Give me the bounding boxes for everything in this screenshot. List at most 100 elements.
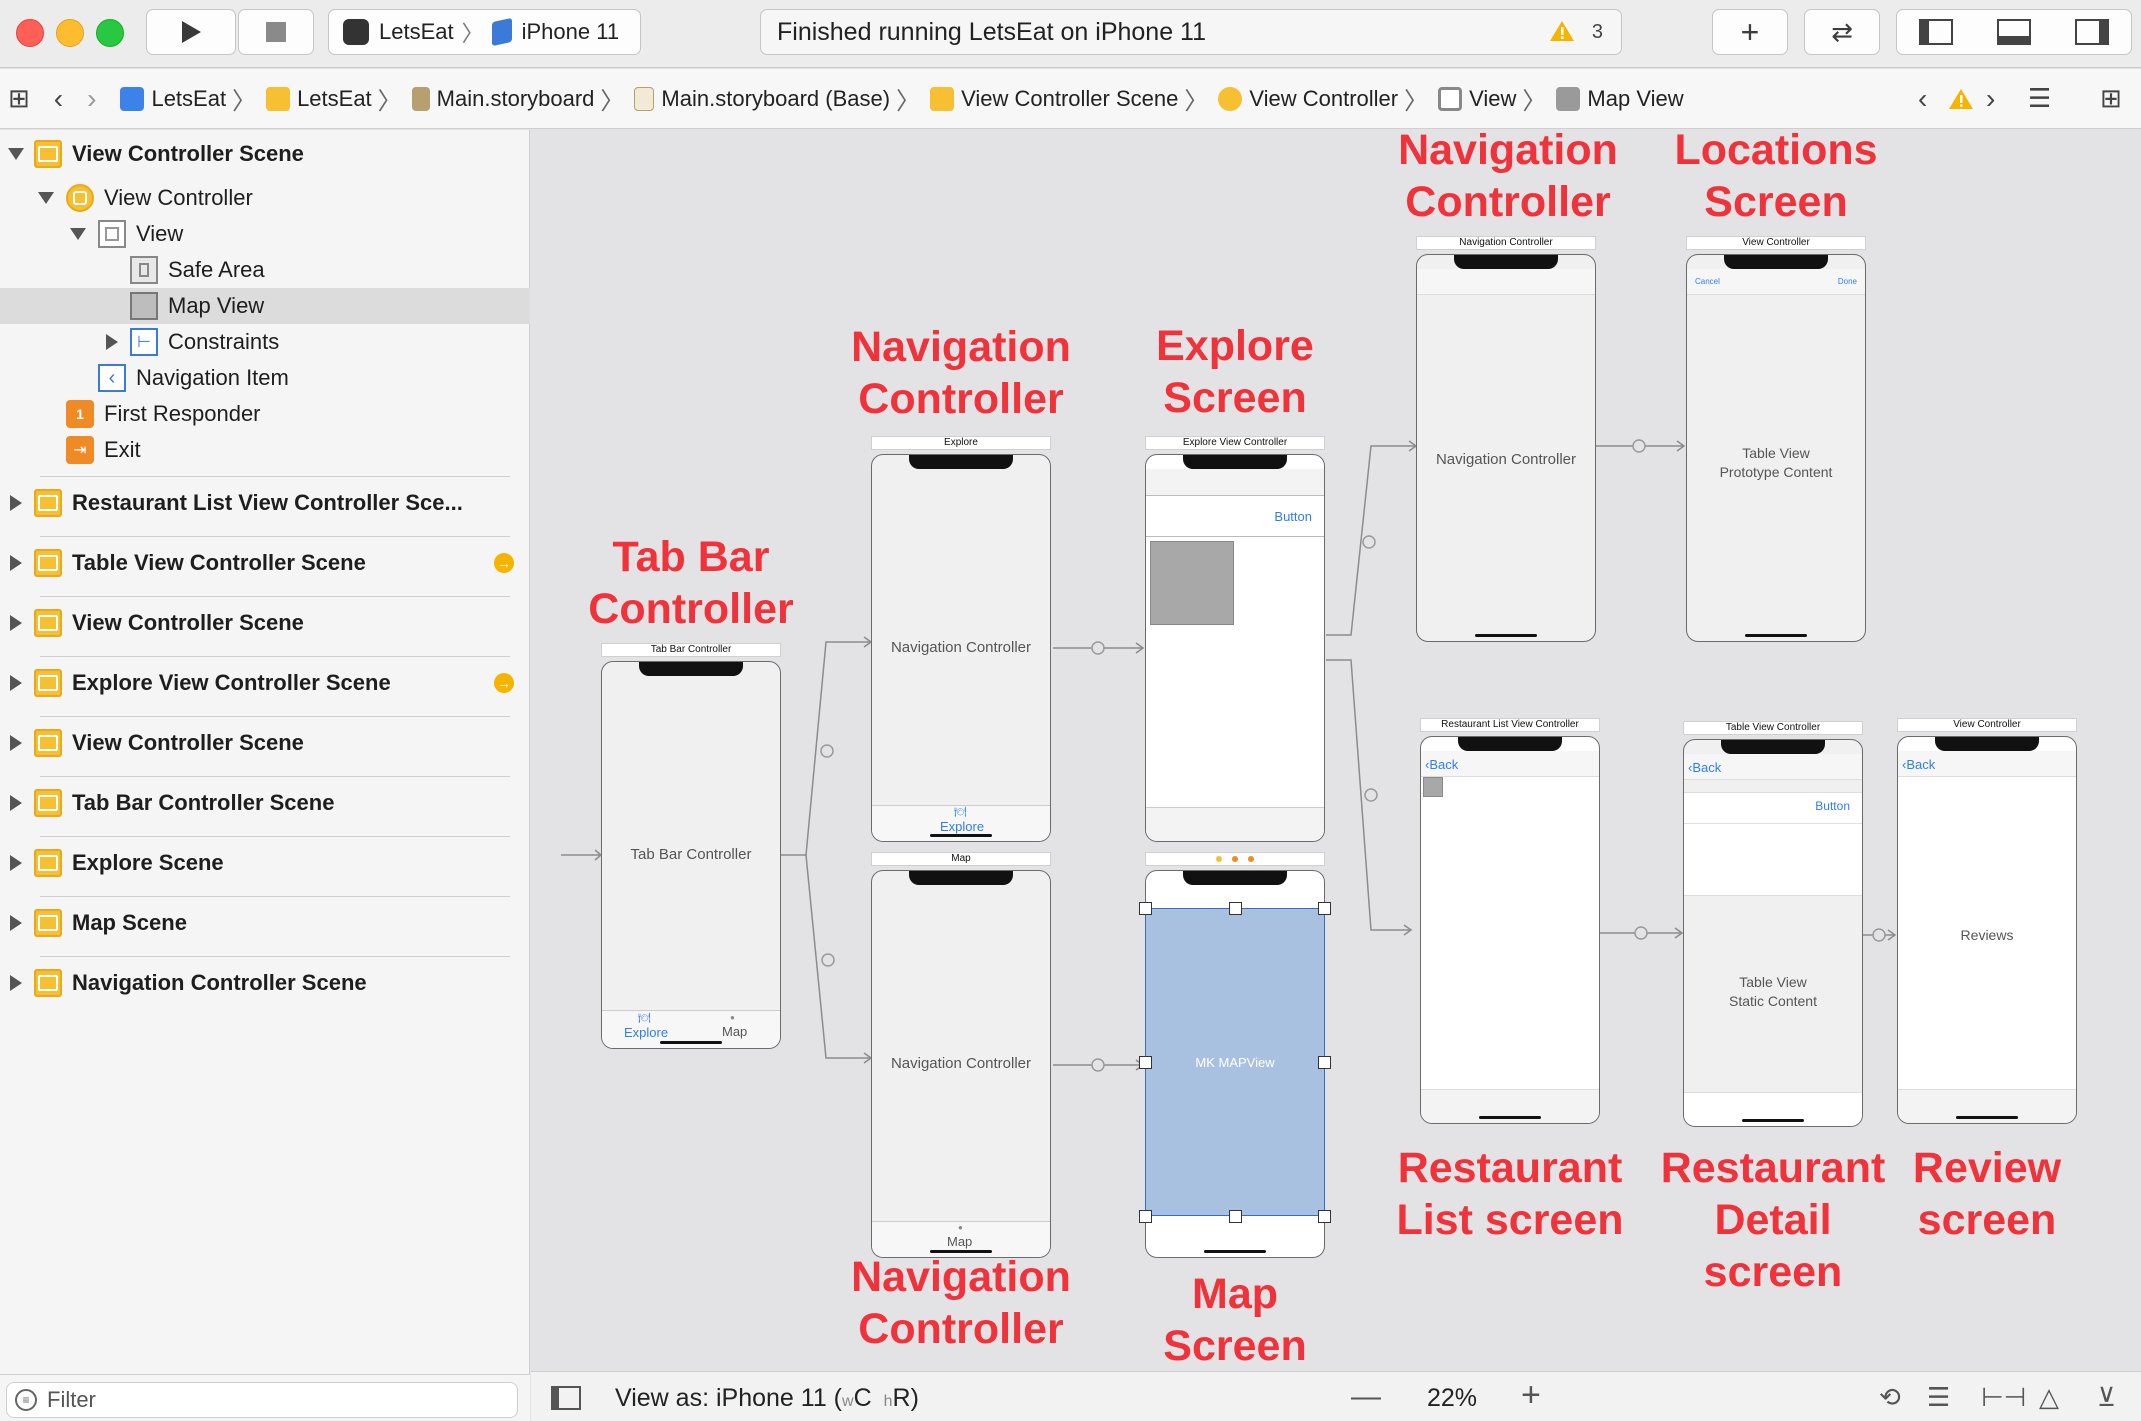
explore-view-controller-scene[interactable]: Button [1145, 454, 1325, 842]
align-icon[interactable]: ☰ [1927, 1382, 1951, 1412]
library-button[interactable]: + [1712, 9, 1788, 55]
disclosure-collapsed-icon[interactable] [10, 915, 22, 931]
detail-button[interactable]: Button [1815, 799, 1850, 813]
add-constraints-icon[interactable]: ⊢⊣ [1981, 1382, 2027, 1412]
back-arrow-icon[interactable]: ‹ [53, 82, 64, 114]
outline-exit[interactable]: ⇥ Exit [0, 432, 530, 468]
resize-handle[interactable] [1318, 1210, 1331, 1223]
back-button[interactable]: ‹Back [1425, 757, 1459, 772]
mk-map-view[interactable]: MK MAPView [1145, 908, 1325, 1216]
disclosure-collapsed-icon[interactable] [10, 795, 22, 811]
outline-view-controller[interactable]: View Controller [0, 180, 530, 216]
update-frames-icon[interactable]: ⟲ [1879, 1382, 1901, 1412]
run-button[interactable] [146, 9, 236, 55]
jumpbar-item-storyboard[interactable]: Main.storyboard [411, 86, 594, 112]
outline-scene[interactable]: Explore Scene [0, 845, 530, 881]
scene-title-nav-map[interactable]: Map [871, 852, 1051, 866]
close-window-button[interactable] [16, 19, 44, 47]
scene-title-restaurant-list[interactable]: Restaurant List View Controller [1420, 718, 1600, 732]
editor-options-icon[interactable]: ☰ [2028, 83, 2052, 113]
outline-scene[interactable]: Tab Bar Controller Scene [0, 785, 530, 821]
scene-title-explore[interactable]: Explore View Controller [1145, 436, 1325, 450]
back-button[interactable]: ‹Back [1688, 760, 1722, 775]
jumpbar-item-project[interactable]: LetsEat [120, 86, 226, 112]
outline-scene-expanded[interactable]: View Controller Scene [0, 136, 530, 172]
bottom-panel-icon[interactable] [1997, 19, 2031, 45]
scene-dock-map[interactable] [1145, 852, 1325, 866]
disclosure-collapsed-icon[interactable] [10, 735, 22, 751]
toggle-outline-icon[interactable] [551, 1386, 581, 1410]
embed-in-icon[interactable]: ⊻ [2097, 1382, 2117, 1412]
resize-handle[interactable] [1229, 1210, 1242, 1223]
disclosure-collapsed-icon[interactable] [10, 615, 22, 631]
minimize-window-button[interactable] [56, 19, 84, 47]
outline-map-view[interactable]: Map View [0, 288, 530, 324]
tab-bar-controller-scene[interactable]: Tab Bar Controller 🍽 Explore ● Map [601, 661, 781, 1049]
resize-handle[interactable] [1229, 902, 1242, 915]
outline-scene[interactable]: Explore View Controller Scene → [0, 665, 530, 701]
entry-point-icon[interactable]: → [494, 553, 514, 573]
navigation-controller-map-scene[interactable]: Navigation Controller ● Map [871, 870, 1051, 1258]
done-button[interactable]: Done [1837, 277, 1857, 286]
disclosure-collapsed-icon[interactable] [10, 975, 22, 991]
resolve-issues-icon[interactable]: △ [2039, 1382, 2059, 1412]
collection-cell[interactable] [1423, 777, 1443, 797]
scene-title-nav-top[interactable]: Navigation Controller [1416, 236, 1596, 250]
cancel-button[interactable]: Cancel [1695, 277, 1720, 286]
outline-scene[interactable]: View Controller Scene [0, 605, 530, 641]
forward-arrow-icon[interactable]: › [87, 82, 97, 114]
zoom-in-button[interactable]: + [1521, 1376, 1541, 1414]
disclosure-expanded-icon[interactable] [38, 192, 54, 204]
outline-first-responder[interactable]: 1 First Responder [0, 396, 530, 432]
zoom-window-button[interactable] [96, 19, 124, 47]
disclosure-collapsed-icon[interactable] [10, 675, 22, 691]
left-panel-icon[interactable] [1919, 19, 1953, 45]
scene-title-locations[interactable]: View Controller [1686, 236, 1866, 250]
jumpbar-item-storyboard-base[interactable]: Main.storyboard (Base) [634, 86, 890, 112]
tab-explore[interactable]: Explore [624, 1025, 669, 1040]
resize-handle[interactable] [1318, 902, 1331, 915]
disclosure-collapsed-icon[interactable] [10, 495, 22, 511]
warning-icon[interactable] [1948, 87, 1974, 111]
reviews-scene[interactable]: ‹Back Reviews [1897, 736, 2077, 1124]
storyboard-canvas[interactable]: Tab Bar Controller Tab Bar Controller 🍽 … [531, 130, 2141, 1371]
right-panel-icon[interactable] [2075, 19, 2109, 45]
scheme-selector[interactable]: LetsEat 〉 iPhone 11 [328, 9, 641, 55]
zoom-out-button[interactable]: — [1351, 1380, 1381, 1413]
warning-icon[interactable] [1549, 19, 1575, 50]
scene-title-nav-explore[interactable]: Explore [871, 436, 1051, 450]
locations-view-controller-scene[interactable]: Cancel Done Table View Prototype Content [1686, 254, 1866, 642]
outline-view[interactable]: View [0, 216, 530, 252]
related-items-icon[interactable]: ⊞ [8, 83, 30, 113]
resize-handle[interactable] [1318, 1056, 1331, 1069]
jumpbar-item-view[interactable]: View [1438, 86, 1516, 112]
scene-title-reviews[interactable]: View Controller [1897, 718, 2077, 732]
code-review-button[interactable]: ⇄ [1804, 9, 1880, 55]
collection-cell[interactable] [1150, 541, 1234, 625]
outline-scene[interactable]: Restaurant List View Controller Sce... [0, 485, 530, 521]
outline-constraints[interactable]: ⊢ Constraints [0, 324, 530, 360]
tab-explore[interactable]: Explore [940, 819, 985, 834]
next-issue-icon[interactable]: › [1986, 82, 1996, 114]
outline-scene[interactable]: Navigation Controller Scene [0, 965, 530, 1001]
outline-safe-area[interactable]: Safe Area [0, 252, 530, 288]
navigation-controller-top-scene[interactable]: Navigation Controller [1416, 254, 1596, 642]
outline-scene[interactable]: View Controller Scene [0, 725, 530, 761]
disclosure-expanded-icon[interactable] [8, 148, 24, 160]
resize-handle[interactable] [1139, 1056, 1152, 1069]
disclosure-collapsed-icon[interactable] [10, 555, 22, 571]
stop-button[interactable] [238, 9, 314, 55]
disclosure-collapsed-icon[interactable] [106, 334, 118, 350]
jumpbar-item-scene[interactable]: View Controller Scene [930, 86, 1178, 112]
add-editor-icon[interactable]: ⊞ [2100, 83, 2122, 113]
restaurant-list-scene[interactable]: ‹Back [1420, 736, 1600, 1124]
tab-map[interactable]: Map [947, 1234, 973, 1249]
header-button[interactable]: Button [1274, 509, 1312, 524]
entry-point-icon[interactable]: → [494, 673, 514, 693]
navigation-controller-explore-scene[interactable]: Navigation Controller 🍽 Explore [871, 454, 1051, 842]
scene-title-restaurant-detail[interactable]: Table View Controller [1683, 721, 1863, 735]
back-button[interactable]: ‹Back [1902, 757, 1936, 772]
disclosure-expanded-icon[interactable] [70, 228, 86, 240]
resize-handle[interactable] [1139, 1210, 1152, 1223]
